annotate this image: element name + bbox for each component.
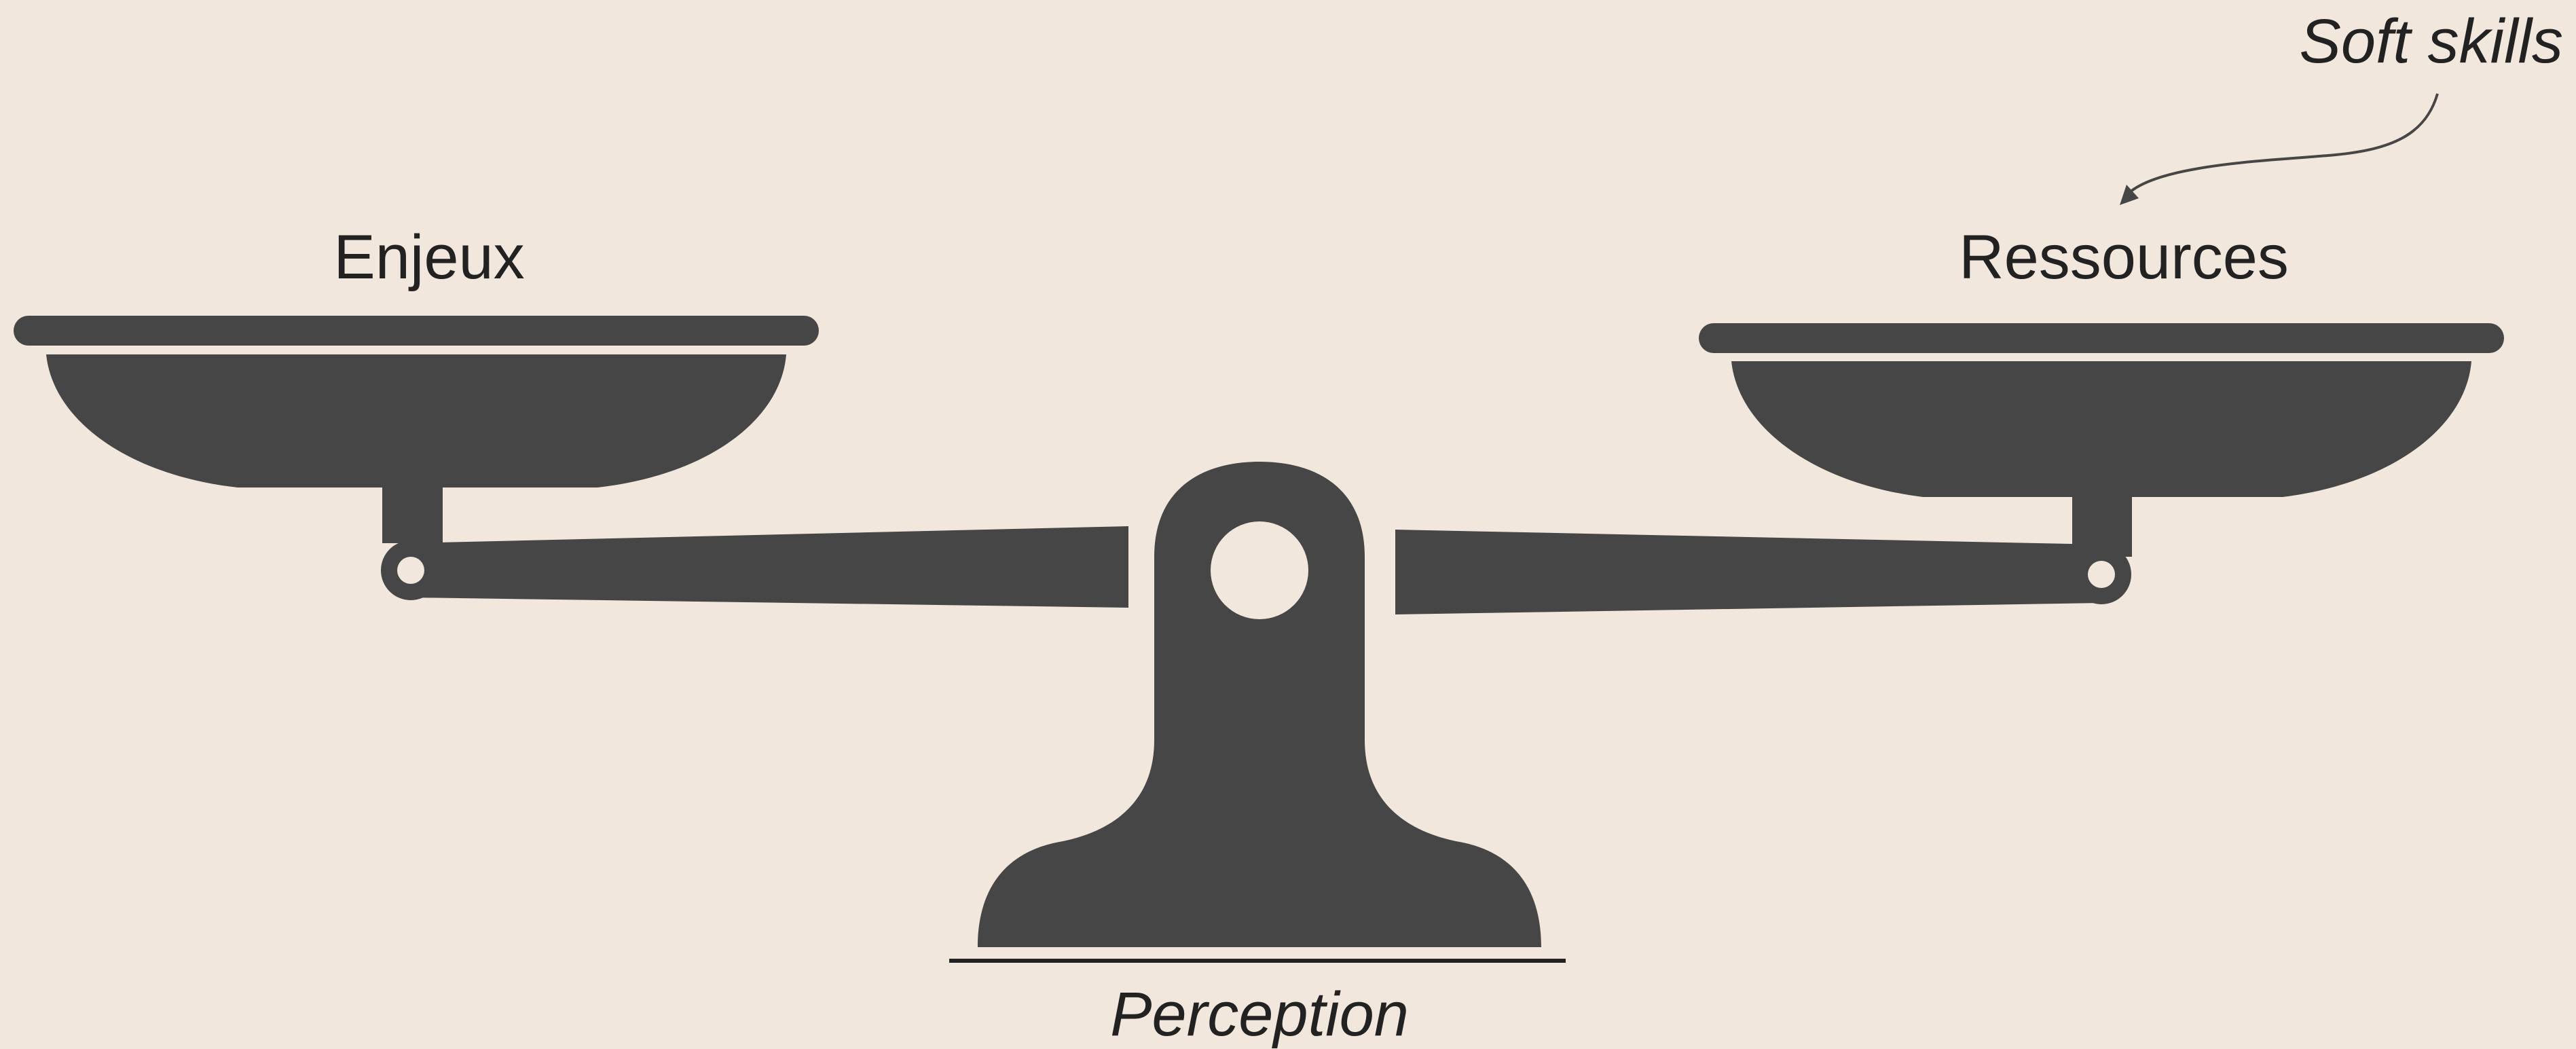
right-beam [1395,530,2101,614]
right-pan-rim [1699,323,2504,353]
left-pivot-hole [397,557,424,584]
left-pan-label: Enjeux [333,223,524,292]
right-pan-bowl [1731,361,2471,497]
right-pivot-hole [2088,561,2115,588]
annotation-label: Soft skills [2299,7,2563,76]
base-line [949,959,1566,963]
left-pan-rim [14,316,819,346]
left-hanger [382,483,443,543]
center-pivot-hole [1211,521,1308,619]
left-pan-bowl [46,354,786,487]
base-label: Perception [1110,980,1409,1049]
right-pan-label: Ressources [1959,223,2289,292]
